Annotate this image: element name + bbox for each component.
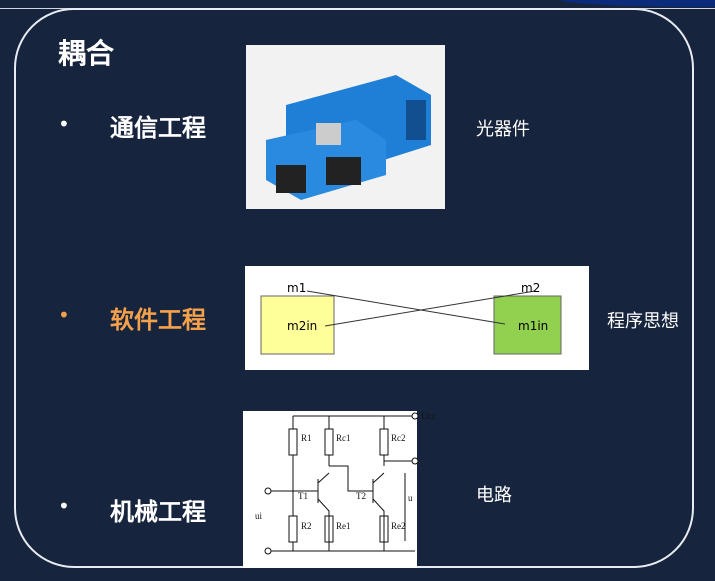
bullet: • bbox=[58, 303, 70, 327]
caption-circuit: 电路 bbox=[476, 485, 512, 506]
caption-program: 程序思想 bbox=[607, 311, 679, 332]
label-rc1: Rc1 bbox=[336, 433, 351, 443]
bullet: • bbox=[58, 112, 70, 136]
label-u: u bbox=[408, 493, 413, 503]
label-t1: T1 bbox=[298, 491, 308, 501]
item-mechanical: 机械工程 bbox=[110, 498, 206, 526]
optical-adapter-image bbox=[246, 45, 445, 209]
slide-title: 耦合 bbox=[58, 37, 115, 70]
label-m2: m2 bbox=[521, 281, 541, 295]
box-m1in: m1in bbox=[518, 319, 549, 333]
coupling-diagram: m1 m2 m2in m1in bbox=[245, 266, 589, 370]
label-rc2: Rc2 bbox=[391, 433, 406, 443]
item-communication: 通信工程 bbox=[110, 114, 206, 142]
label-r2: R2 bbox=[301, 521, 312, 531]
circuit-diagram: R1 Rc1 Rc2 T1 T2 R2 Re1 Re2 ui u Ucc bbox=[243, 411, 436, 568]
label-re2: Re2 bbox=[391, 521, 406, 531]
item-software: 软件工程 bbox=[110, 306, 206, 334]
label-r1: R1 bbox=[301, 433, 312, 443]
bullet: • bbox=[58, 494, 70, 518]
label-m1: m1 bbox=[287, 281, 307, 295]
label-ucc: Ucc bbox=[421, 411, 436, 421]
decorative-swoosh bbox=[560, 0, 715, 7]
box-m2in: m2in bbox=[287, 319, 318, 333]
label-re1: Re1 bbox=[336, 521, 351, 531]
caption-optical: 光器件 bbox=[476, 119, 530, 140]
label-t2: T2 bbox=[356, 491, 366, 501]
label-ui: ui bbox=[255, 511, 263, 521]
